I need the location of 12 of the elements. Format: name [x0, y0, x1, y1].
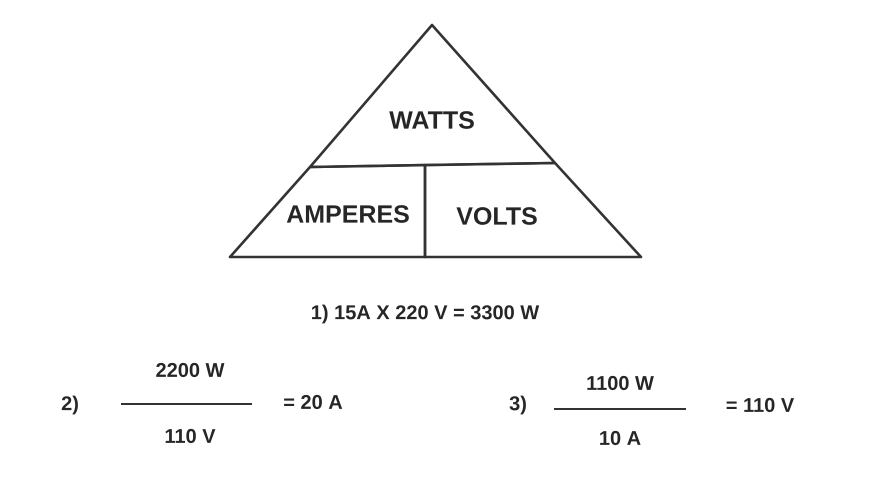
equation-text: = 20 A — [284, 394, 342, 410]
equation-text: 10 A — [600, 430, 641, 446]
equation-text: 2) — [62, 396, 78, 414]
equation-text: 3) — [510, 396, 526, 414]
triangle-section: AMPERES — [228, 164, 426, 258]
equation-text: 110 V — [166, 428, 216, 444]
equation-text: 2200 W — [156, 362, 224, 378]
triangle-section: VOLTS — [424, 162, 642, 258]
equation-text: = 110 V — [726, 398, 794, 412]
triangle-section: WATTS — [308, 24, 556, 168]
equation-text: 1100 W — [587, 376, 654, 390]
equation-text: 1) 15A X 220 V = 3300 W — [312, 304, 540, 324]
